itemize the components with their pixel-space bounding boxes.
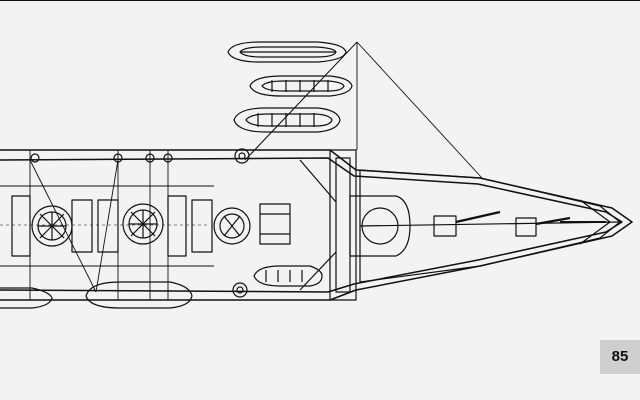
bridge-structure <box>299 149 411 301</box>
forward-gun-2 <box>515 216 571 237</box>
lifeboat-2 <box>249 75 353 97</box>
page-number: 85 <box>600 340 640 374</box>
ventilator-1 <box>31 205 73 247</box>
lifeboat-1 <box>227 41 347 63</box>
hull-outline <box>0 149 633 301</box>
deck-boat-mid <box>253 265 323 287</box>
forward-gun-1 <box>433 210 501 237</box>
deck-boat-aft <box>0 287 53 309</box>
forecastle-deck <box>359 169 621 283</box>
lifeboat-3 <box>233 107 341 133</box>
top-rule <box>0 0 640 1</box>
ventilator-3 <box>213 207 251 245</box>
mast-posts <box>30 148 250 298</box>
rigging-stays <box>244 41 483 179</box>
deck-boat-port <box>85 281 193 309</box>
ventilator-2 <box>122 203 164 245</box>
deck-frames <box>0 150 214 300</box>
